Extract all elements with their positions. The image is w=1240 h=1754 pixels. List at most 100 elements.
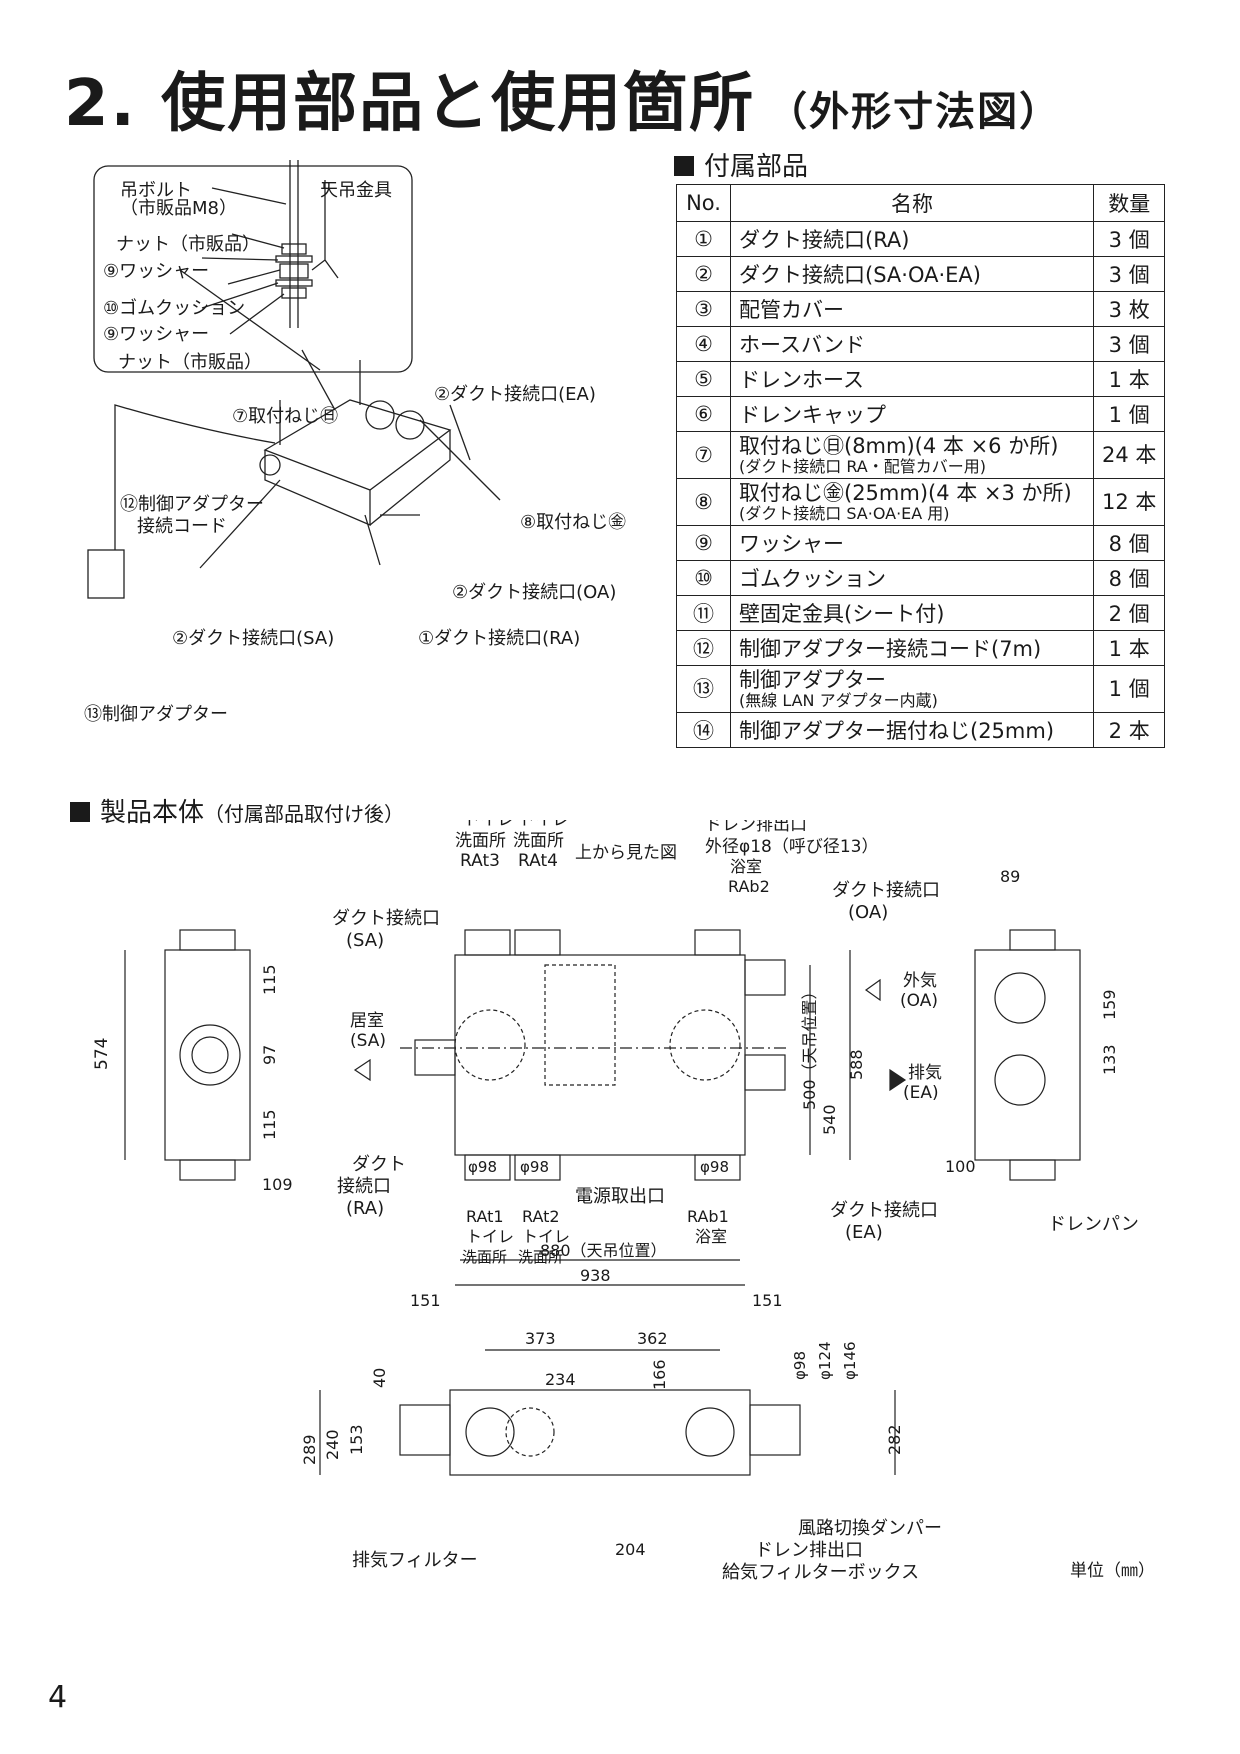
row-note: (無線 LAN アダプター内蔵) (739, 690, 938, 710)
svg-text:φ146: φ146 (841, 1341, 859, 1380)
svg-text:(RA): (RA) (346, 1198, 384, 1219)
exhaust-arrow-icon (889, 1068, 907, 1092)
svg-text:289: 289 (300, 1434, 319, 1465)
side-view-right (974, 929, 1081, 1181)
iso-label-hanger: 天吊金具 (320, 180, 392, 201)
svg-text:φ98: φ98 (791, 1351, 809, 1380)
svg-text:362: 362 (637, 1329, 668, 1348)
row-no: ⑥ (676, 396, 731, 432)
hanger-bracket (311, 180, 339, 279)
row-no: ⑬ (676, 665, 731, 713)
svg-text:151: 151 (410, 1291, 441, 1310)
row-no: ⑭ (676, 712, 731, 748)
row-no: ⑦ (676, 431, 731, 479)
svg-text:洗面所: 洗面所 (518, 1248, 563, 1266)
svg-text:浴室: 浴室 (730, 857, 762, 876)
svg-text:100: 100 (945, 1157, 976, 1176)
svg-text:排気: 排気 (908, 1063, 942, 1083)
drain-pan-label: ドレンパン (1048, 1214, 1139, 1235)
svg-text:(SA): (SA) (350, 1031, 386, 1051)
svg-text:40: 40 (370, 1368, 389, 1388)
outside-air-arrow-icon (864, 978, 881, 1002)
svg-text:(SA): (SA) (346, 930, 384, 951)
svg-text:500（天吊位置）: 500（天吊位置） (800, 983, 819, 1110)
svg-text:φ98: φ98 (468, 1158, 497, 1176)
row-name: 制御アダプター接続コード(7m) (730, 630, 1094, 666)
column-header-qty: 数量 (1092, 184, 1166, 222)
svg-text:φ124: φ124 (816, 1341, 834, 1380)
svg-text:(OA): (OA) (848, 902, 888, 923)
accessories-heading: 付属部品 (674, 146, 808, 183)
row-no: ⑫ (676, 630, 731, 666)
nut-upper (281, 243, 307, 255)
column-header-name: 名称 (730, 184, 1094, 222)
row-name: 制御アダプター(無線 LAN アダプター内蔵) (730, 665, 1094, 713)
svg-text:トイレ: トイレ (466, 1227, 514, 1246)
row-qty: 8 個 (1092, 560, 1166, 596)
svg-text:φ98: φ98 (700, 1158, 729, 1176)
row-no: ⑤ (676, 361, 731, 397)
svg-text:938: 938 (580, 1266, 611, 1285)
row-name: ゴムクッション (730, 560, 1094, 596)
power-outlet-label: 電源取出口 (575, 1186, 665, 1207)
row-name: ダクト接続口(SA·OA·EA) (730, 256, 1094, 292)
row-qty: 12 本 (1092, 478, 1166, 526)
square-bullet-icon (674, 156, 694, 176)
row-qty: 1 個 (1092, 396, 1166, 432)
svg-text:外径φ18（呼び径13）: 外径φ18（呼び径13） (705, 837, 878, 857)
page-number: 4 (48, 1680, 68, 1715)
row-qty: 1 本 (1092, 361, 1166, 397)
rubber-cushion (279, 263, 309, 279)
svg-text:φ98: φ98 (520, 1158, 549, 1176)
top-view-label: 上から見た図 (575, 843, 677, 863)
svg-text:トイレ: トイレ (463, 820, 514, 830)
svg-text:排気フィルター: 排気フィルター (352, 1550, 478, 1571)
svg-text:浴室: 浴室 (695, 1227, 727, 1246)
svg-text:373: 373 (525, 1329, 556, 1348)
row-qty: 1 本 (1092, 630, 1166, 666)
row-name: ドレンキャップ (730, 396, 1094, 432)
svg-text:133: 133 (1100, 1044, 1119, 1075)
row-qty: 3 個 (1092, 256, 1166, 292)
page-title: 2. 使用部品と使用箇所（外形寸法図） (64, 52, 1061, 144)
row-no: ③ (676, 291, 731, 327)
svg-text:トイレ: トイレ (522, 1227, 570, 1246)
svg-text:282: 282 (885, 1424, 904, 1455)
room-air-arrow-icon (353, 1058, 371, 1082)
svg-text:115: 115 (260, 1109, 279, 1140)
column-header-no: No. (676, 184, 731, 222)
svg-text:接続口: 接続口 (337, 1176, 391, 1197)
svg-text:115: 115 (260, 964, 279, 995)
svg-text:540: 540 (820, 1104, 839, 1135)
row-name: 配管カバー (730, 291, 1094, 327)
svg-text:234: 234 (545, 1370, 576, 1389)
row-qty: 1 個 (1092, 665, 1166, 713)
table-header-row: No. 名称 数量 (676, 184, 1166, 222)
detail-callout-box (93, 165, 413, 373)
svg-text:RAt3: RAt3 (460, 851, 500, 871)
control-adapter (87, 549, 125, 599)
svg-text:ダクト: ダクト (352, 1154, 406, 1175)
svg-text:(EA): (EA) (845, 1222, 883, 1243)
svg-text:洗面所: 洗面所 (462, 1248, 507, 1266)
row-qty: 3 個 (1092, 221, 1166, 257)
row-name: ドレンホース (730, 361, 1094, 397)
square-bullet-icon (70, 802, 90, 822)
svg-text:ダクト接続口: ダクト接続口 (832, 880, 940, 901)
row-no: ① (676, 221, 731, 257)
svg-text:ダクト接続口: ダクト接続口 (332, 908, 440, 929)
svg-text:外気: 外気 (903, 971, 937, 991)
svg-text:159: 159 (1100, 989, 1119, 1020)
svg-text:RAb1: RAb1 (687, 1207, 729, 1226)
row-note: (ダクト接続口 RA・配管カバー用) (739, 456, 986, 476)
svg-text:204: 204 (615, 1540, 646, 1559)
product-drawings: トイレ トイレ 洗面所 洗面所 RAt3 RAt4 上から見た図 ドレン排出口 … (92, 820, 1155, 1583)
svg-text:574: 574 (92, 1038, 112, 1070)
svg-text:ドレン排出口: ドレン排出口 (705, 820, 807, 835)
